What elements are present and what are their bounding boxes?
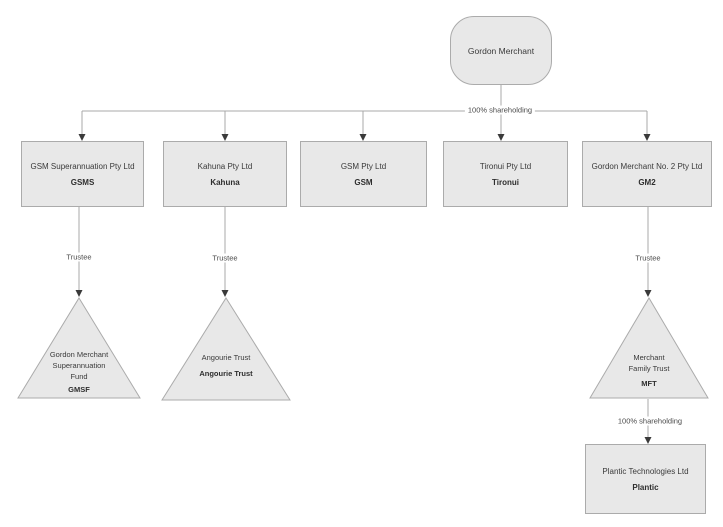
company-box-gm2: Gordon Merchant No. 2 Pty Ltd GM2 [582, 141, 712, 207]
trust-triangle-gmsf [17, 297, 141, 399]
trust-name-line: Superannuation [52, 361, 106, 370]
trust-label-mft: Merchant Family Trust MFT [599, 352, 699, 389]
trust-label-gmsf: Gordon Merchant Superannuation Fund GMSF [29, 349, 129, 395]
shareholding-label-top: 100% shareholding [464, 105, 536, 115]
company-box-kahuna: Kahuna Pty Ltd Kahuna [163, 141, 287, 207]
trust-name-line: Merchant [633, 353, 665, 362]
trust-triangle-mft [589, 297, 709, 399]
company-short: Kahuna [210, 177, 240, 187]
arrowhead-icon [359, 134, 367, 141]
company-box-gsms: GSM Superannuation Pty Ltd GSMS [21, 141, 144, 207]
subsidiary-name: Plantic Technologies Ltd [602, 466, 689, 476]
arrowhead-icon [643, 134, 651, 141]
trust-short: MFT [641, 379, 657, 388]
arrowhead-icon [75, 290, 83, 297]
subsidiary-box-plantic: Plantic Technologies Ltd Plantic [585, 444, 706, 514]
company-name: Kahuna Pty Ltd [197, 161, 253, 171]
shareholding-label-bottom: 100% shareholding [614, 416, 686, 426]
trustee-label-3: Trustee [632, 253, 664, 263]
trust-short: GMSF [68, 385, 90, 394]
company-name: GSM Superannuation Pty Ltd [30, 161, 135, 171]
trustee-label-2: Trustee [209, 253, 241, 263]
trust-name-line: Gordon Merchant [49, 350, 109, 359]
arrowhead-icon [644, 437, 652, 444]
company-name: Gordon Merchant No. 2 Pty Ltd [591, 161, 703, 171]
company-name: Tironui Pty Ltd [479, 161, 532, 171]
arrowhead-icon [221, 290, 229, 297]
company-name: GSM Pty Ltd [340, 161, 387, 171]
company-box-gsm: GSM Pty Ltd GSM [300, 141, 427, 207]
company-box-tironui: Tironui Pty Ltd Tironui [443, 141, 568, 207]
arrowhead-icon [221, 134, 229, 141]
trustee-label-1: Trustee [63, 252, 95, 262]
company-short: GSM [354, 177, 373, 187]
arrowhead-icon [78, 134, 86, 141]
company-short: Tironui [492, 177, 519, 187]
arrowhead-icon [497, 134, 505, 141]
company-short: GM2 [638, 177, 656, 187]
trust-name-line: Angourie Trust [201, 353, 251, 362]
company-short: GSMS [70, 177, 95, 187]
trust-name-line: Family Trust [628, 364, 670, 373]
trust-short: Angourie Trust [199, 369, 253, 378]
subsidiary-short: Plantic [632, 482, 659, 492]
root-entity: Gordon Merchant [450, 16, 552, 85]
trust-name-line: Fund [70, 372, 88, 381]
arrowhead-icon [644, 290, 652, 297]
trust-triangle-angourie [161, 297, 291, 401]
trust-label-angourie: Angourie Trust Angourie Trust [175, 352, 277, 380]
root-entity-label: Gordon Merchant [467, 45, 535, 56]
